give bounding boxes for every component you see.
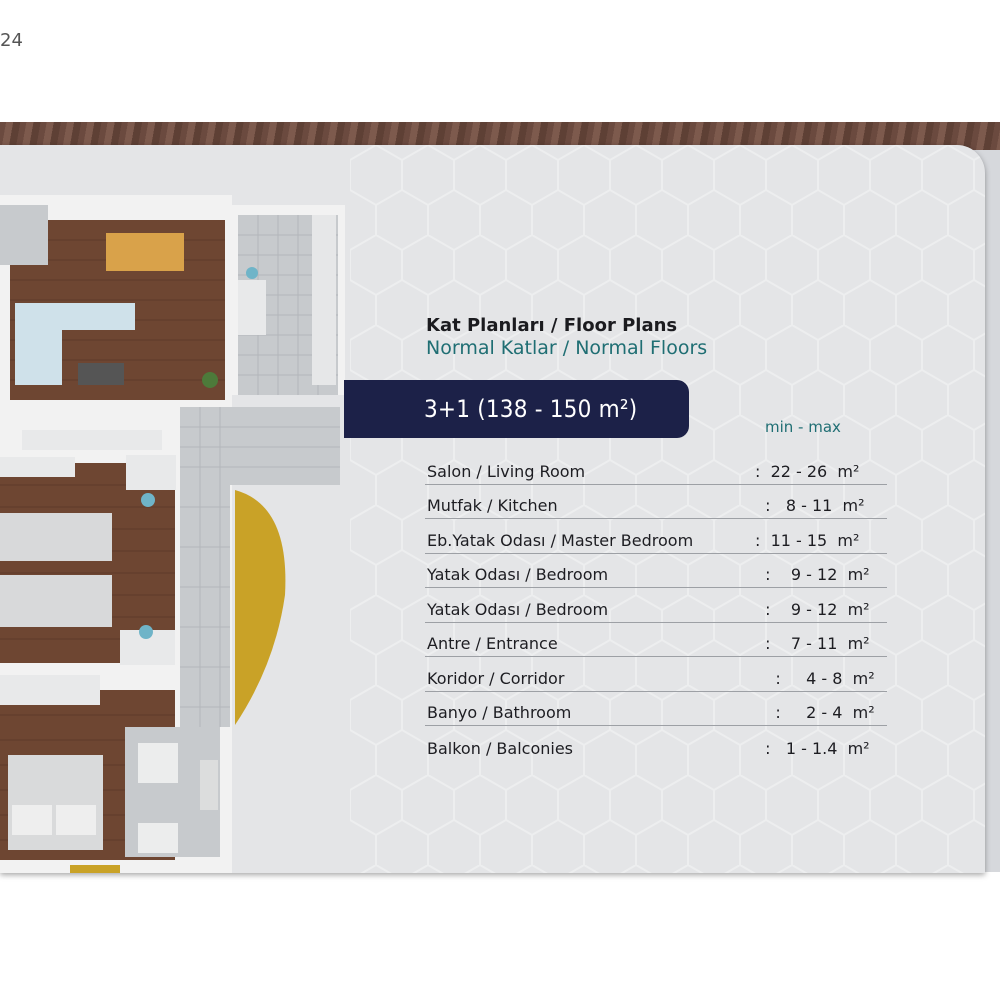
table-row: Balkon / Balconies : 1 - 1.4 m²: [425, 726, 887, 761]
table-row: Koridor / Corridor : 4 - 8 m²: [425, 657, 887, 692]
heading-subtitle: Normal Katlar / Normal Floors: [426, 337, 708, 359]
table-row: Salon / Living Room : 22 - 26 m²: [425, 450, 887, 485]
room-area: : 8 - 11 m²: [755, 496, 865, 515]
room-area: : 1 - 1.4 m²: [755, 738, 870, 758]
room-label: Yatak Odası / Bedroom: [427, 599, 609, 619]
room-area: : 9 - 12 m²: [755, 565, 870, 584]
room-label: Koridor / Corridor: [427, 668, 565, 688]
table-row: Yatak Odası / Bedroom : 9 - 12 m²: [425, 588, 887, 623]
room-label: Yatak Odası / Bedroom: [427, 565, 609, 584]
room-label: Antre / Entrance: [427, 634, 558, 653]
unit-type-badge: 3+1 (138 - 150 m²): [344, 380, 689, 438]
room-label: Eb.Yatak Odası / Master Bedroom: [427, 530, 694, 550]
room-area-table: Salon / Living Room : 22 - 26 m² Mutfak …: [425, 450, 887, 761]
table-row: Mutfak / Kitchen : 8 - 11 m²: [425, 485, 887, 519]
table-row: Eb.Yatak Odası / Master Bedroom : 11 - 1…: [425, 519, 887, 554]
table-row: Antre / Entrance : 7 - 11 m²: [425, 623, 887, 657]
room-area: : 7 - 11 m²: [755, 634, 870, 653]
column-header-min-max: min - max: [765, 418, 841, 436]
brochure-page: [0, 145, 985, 873]
table-row: Yatak Odası / Bedroom : 9 - 12 m²: [425, 554, 887, 588]
room-area: : 4 - 8 m²: [755, 668, 875, 688]
floor-plan-illustration: [0, 195, 345, 873]
room-label: Mutfak / Kitchen: [427, 496, 558, 515]
room-area: : 11 - 15 m²: [755, 530, 860, 550]
heading-title: Kat Planları / Floor Plans: [426, 315, 678, 336]
room-label: Banyo / Bathroom: [427, 703, 572, 722]
table-row: Banyo / Bathroom : 2 - 4 m²: [425, 692, 887, 726]
room-label: Balkon / Balconies: [427, 738, 573, 758]
room-label: Salon / Living Room: [427, 461, 586, 481]
room-area: : 9 - 12 m²: [755, 599, 870, 619]
hexagon-pattern: [350, 145, 985, 873]
room-area: : 22 - 26 m²: [755, 461, 860, 481]
page-number: 24: [0, 30, 23, 51]
floor-plan-heading: Kat Planları / Floor Plans Normal Katlar…: [426, 316, 707, 360]
room-area: : 2 - 4 m²: [755, 703, 875, 722]
